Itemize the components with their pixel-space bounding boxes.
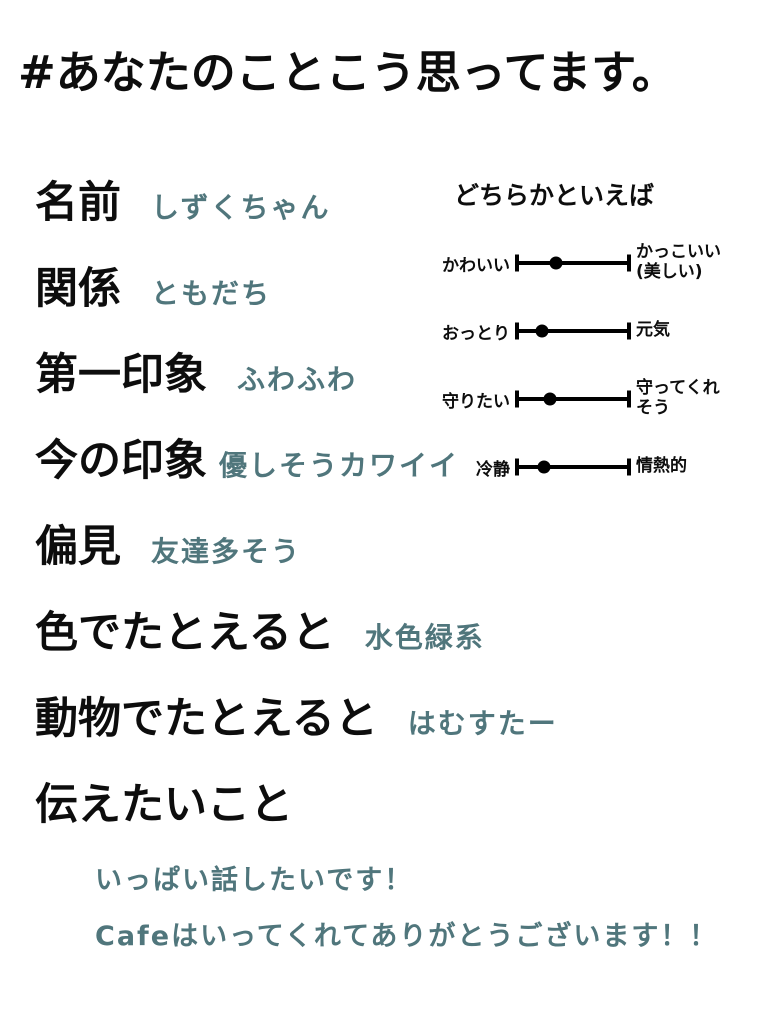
- field-value: 水色緑系: [364, 621, 485, 654]
- field-label: 関係: [35, 264, 121, 314]
- scale-track: [515, 322, 631, 340]
- field-label: 偏見: [35, 522, 121, 572]
- scales-heading: どちらかといえば: [454, 181, 655, 210]
- scale-right-label: 情熱的: [636, 456, 687, 477]
- scale-track: [515, 390, 631, 408]
- scale-row-protect: 守りたい 守ってくれ そう: [422, 378, 762, 420]
- scale-row-cute-cool: かわいい かっこいい (美しい): [422, 242, 762, 284]
- field-value: ともだち: [151, 277, 272, 310]
- scale-row-cool-passionate: 冷静 情熱的: [422, 446, 762, 488]
- field-label: 動物でたとえると: [35, 694, 378, 744]
- field-value: 優しそうカワイイ: [219, 449, 460, 482]
- scale-right-label: かっこいい (美しい): [636, 242, 721, 282]
- message-block: いっぱい話したいです！ Cafeはいってくれてありがとうございます！！: [95, 858, 735, 970]
- scale-right-label: 元気: [636, 320, 670, 341]
- field-row-bias: 偏見 友達多そう: [35, 512, 675, 598]
- scale-track: [515, 254, 631, 272]
- field-label: 伝えたいこと: [35, 780, 293, 830]
- field-row-name: 名前 しずくちゃん: [35, 168, 675, 254]
- field-row-message: 伝えたいこと: [35, 770, 675, 856]
- scale-left-label: 冷静: [476, 459, 510, 480]
- scale-bar: [515, 397, 631, 401]
- page-title: #あなたのことこう思ってます。: [18, 46, 677, 99]
- field-value: 友達多そう: [151, 535, 302, 568]
- field-label: 名前: [35, 178, 121, 228]
- fields-list: 名前 しずくちゃん 関係 ともだち 第一印象 ふわふわ 今の印象 優しそうカワイ…: [35, 168, 675, 856]
- field-row-current-impression: 今の印象 優しそうカワイイ: [35, 426, 675, 512]
- field-value: しずくちゃん: [151, 191, 331, 224]
- scale-bar: [515, 465, 631, 469]
- field-row-animal: 動物でたとえると はむすたー: [35, 684, 675, 770]
- scale-dot: [543, 392, 557, 406]
- scale-left-label: おっとり: [442, 323, 510, 344]
- field-value: はむすたー: [407, 707, 558, 740]
- field-row-first-impression: 第一印象 ふわふわ: [35, 340, 675, 426]
- field-row-color: 色でたとえると 水色緑系: [35, 598, 675, 684]
- message-line: Cafeはいってくれてありがとうございます！！: [95, 921, 719, 952]
- scale-row-calm-energetic: おっとり 元気: [422, 310, 762, 352]
- scale-left-label: 守りたい: [442, 391, 510, 412]
- scale-dot: [537, 460, 551, 474]
- field-value: ふわふわ: [237, 363, 358, 396]
- field-label: 色でたとえると: [35, 608, 335, 658]
- scale-track: [515, 458, 631, 476]
- scale-right-label: 守ってくれ そう: [636, 378, 720, 418]
- scale-bar: [515, 329, 631, 333]
- scale-bar: [515, 261, 631, 265]
- field-row-relationship: 関係 ともだち: [35, 254, 675, 340]
- message-line: いっぱい話したいです！: [95, 865, 414, 896]
- scale-left-label: かわいい: [442, 255, 510, 276]
- scale-dot: [535, 324, 549, 338]
- field-label: 第一印象: [35, 350, 207, 400]
- scales-panel: どちらかといえば かわいい かっこいい (美しい) おっとり 元気 守りたい 守…: [422, 176, 762, 514]
- field-label: 今の印象: [35, 436, 207, 486]
- scale-dot: [549, 256, 563, 270]
